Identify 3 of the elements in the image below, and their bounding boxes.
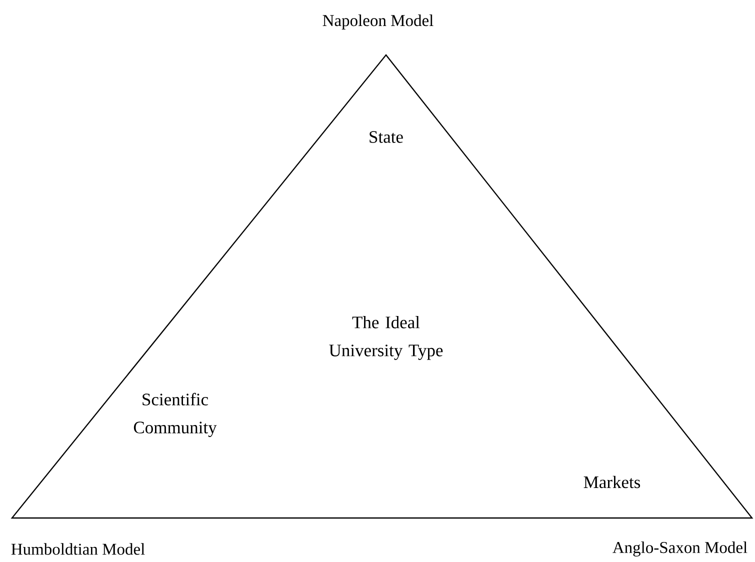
corner-label: Napoleon Model — [322, 14, 434, 30]
corner-label: Anglo-Saxon Model — [612, 541, 748, 556]
corner-label: Humboldtian Model — [11, 543, 145, 555]
